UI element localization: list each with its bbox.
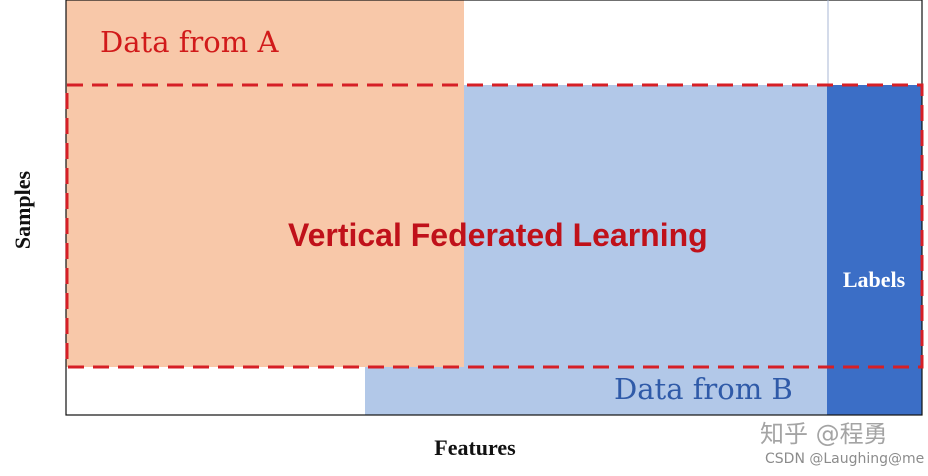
vertical-federated-learning-boundary [65, 83, 924, 369]
data-from-b-region-top [464, 85, 827, 367]
data-from-a-label: Data from A [100, 25, 279, 59]
data-from-b-label: Data from B [614, 372, 793, 406]
csdn-watermark: CSDN @Laughing@me [765, 451, 924, 467]
data-from-b-region-bottom [365, 367, 827, 415]
zhihu-watermark: 知乎 @程勇 [760, 420, 888, 448]
samples-axis-label: Samples [10, 170, 35, 249]
labels-column-label: Labels [843, 267, 906, 292]
labels-column [827, 85, 922, 415]
vertical-federated-learning-label: Vertical Federated Learning [288, 217, 708, 253]
features-axis-label: Features [434, 435, 516, 460]
data-from-a-region [66, 0, 464, 367]
